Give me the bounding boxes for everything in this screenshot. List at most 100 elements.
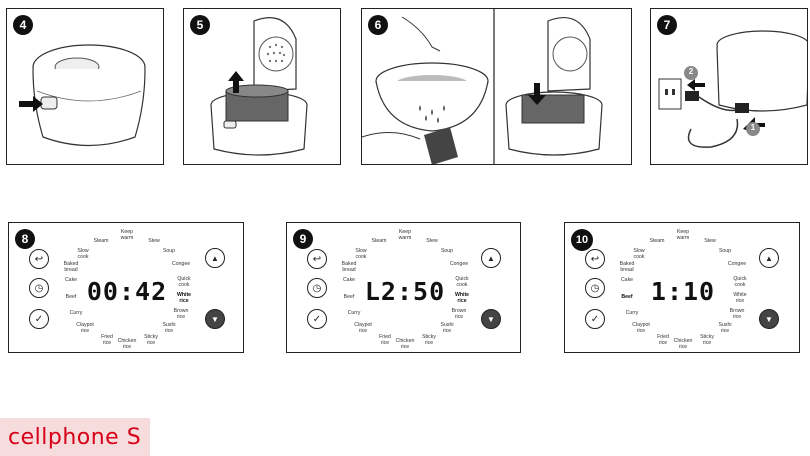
menu-beef[interactable]: Beef xyxy=(65,294,77,300)
menu-curry[interactable]: Curry xyxy=(347,310,361,316)
hand-icon xyxy=(401,16,441,52)
step-number-badge: 5 xyxy=(190,15,210,35)
time-display: L2:50 xyxy=(364,277,446,306)
plug-step-1-marker: 1 xyxy=(750,123,756,132)
step-number-badge: 4 xyxy=(13,15,33,35)
rice-cooker-open-icon xyxy=(210,17,308,156)
step-6-panel: 6 xyxy=(361,8,632,165)
menu-steam[interactable]: Steam xyxy=(93,238,109,244)
plug-icon xyxy=(685,91,699,101)
brand-text: cellphone S xyxy=(8,424,142,450)
menu-stew[interactable]: Stew xyxy=(426,238,438,244)
timer-button[interactable]: ◷ xyxy=(585,278,605,298)
plug-step-2-marker: 2 xyxy=(688,67,694,76)
back-button[interactable]: ↩ xyxy=(29,249,49,269)
step-4-panel: 4 xyxy=(6,8,164,165)
back-button[interactable]: ↩ xyxy=(585,249,605,269)
timer-button[interactable]: ◷ xyxy=(29,278,49,298)
plug-illustration xyxy=(658,30,807,148)
brand-logo: cellphone S xyxy=(0,418,150,456)
down-button[interactable]: ▼ xyxy=(205,309,225,329)
menu-soup[interactable]: Soup xyxy=(162,248,176,254)
rice-cooker-icon xyxy=(19,44,146,147)
menu-soup[interactable]: Soup xyxy=(718,248,732,254)
menu-cake[interactable]: Cake xyxy=(342,277,356,283)
arrow-icon xyxy=(528,83,546,105)
menu-cake[interactable]: Cake xyxy=(620,277,634,283)
menu-congee[interactable]: Congee xyxy=(449,261,469,267)
menu-cake[interactable]: Cake xyxy=(64,277,78,283)
step-7-panel: 7 2 1 xyxy=(650,8,808,165)
menu-congee[interactable]: Congee xyxy=(171,261,191,267)
menu-stew[interactable]: Stew xyxy=(148,238,160,244)
water-drop-icon xyxy=(419,105,445,123)
up-button[interactable]: ▲ xyxy=(759,248,779,268)
menu-beef[interactable]: Beef xyxy=(621,294,633,300)
up-button[interactable]: ▲ xyxy=(205,248,225,268)
time-display: 00:42 xyxy=(86,277,168,306)
menu-steam[interactable]: Steam xyxy=(371,238,387,244)
ok-button[interactable]: ✓ xyxy=(585,309,605,329)
step-number-badge: 10 xyxy=(571,229,593,251)
step-number-badge: 8 xyxy=(15,229,35,249)
back-button[interactable]: ↩ xyxy=(307,249,327,269)
arrow-icon xyxy=(19,96,43,112)
step-5-panel: 5 xyxy=(183,8,341,165)
timer-button[interactable]: ◷ xyxy=(307,278,327,298)
ok-button[interactable]: ✓ xyxy=(307,309,327,329)
step-number-badge: 7 xyxy=(657,15,677,35)
menu-beef[interactable]: Beef xyxy=(343,294,355,300)
menu-steam[interactable]: Steam xyxy=(649,238,665,244)
menu-soup[interactable]: Soup xyxy=(440,248,454,254)
menu-congee[interactable]: Congee xyxy=(727,261,747,267)
down-button[interactable]: ▼ xyxy=(759,309,779,329)
down-button[interactable]: ▼ xyxy=(481,309,501,329)
menu-curry[interactable]: Curry xyxy=(69,310,83,316)
menu-curry[interactable]: Curry xyxy=(625,310,639,316)
wash-rice-illustration xyxy=(362,9,603,164)
step-number-badge: 9 xyxy=(293,229,313,249)
menu-stew[interactable]: Stew xyxy=(704,238,716,244)
ok-button[interactable]: ✓ xyxy=(29,309,49,329)
arrow-icon xyxy=(228,71,244,93)
step-number-badge: 6 xyxy=(368,15,388,35)
time-display: 1:10 xyxy=(650,277,716,306)
up-button[interactable]: ▲ xyxy=(481,248,501,268)
